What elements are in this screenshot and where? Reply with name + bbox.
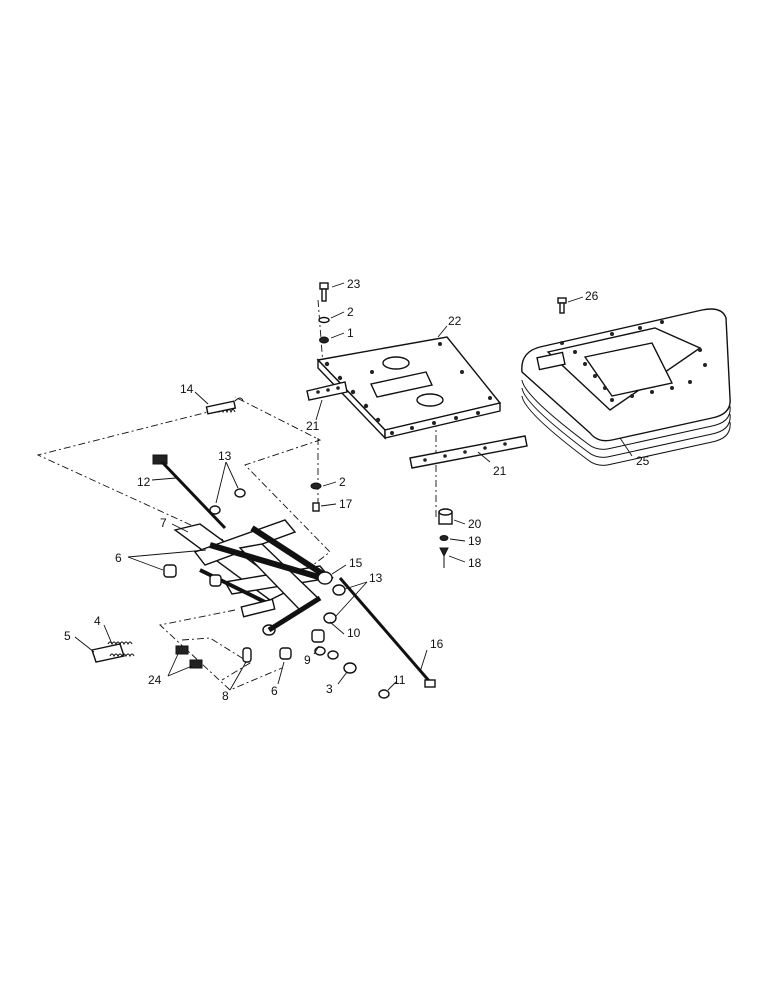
callout-23: 23	[347, 277, 361, 291]
callout-12: 12	[137, 475, 151, 489]
callout-3: 3	[326, 682, 333, 696]
callout-labels: 23 2 1 22 26 14 21 13 12 2 17 21 25 7 20…	[64, 277, 650, 703]
callout-17: 17	[339, 497, 353, 511]
callout-25: 25	[636, 454, 650, 468]
callout-4: 4	[94, 614, 101, 628]
seat-base-tray	[521, 308, 731, 466]
tension-spring-top	[205, 397, 244, 415]
callout-10: 10	[347, 626, 361, 640]
bushings-right	[311, 584, 390, 699]
callout-24: 24	[148, 673, 162, 687]
mounting-strap-right	[409, 435, 528, 469]
screw-top-right	[557, 297, 567, 314]
callout-16: 16	[430, 637, 444, 651]
callout-1: 1	[347, 326, 354, 340]
callout-19: 19	[468, 534, 482, 548]
callout-20: 20	[468, 517, 482, 531]
springs-and-bracket	[91, 641, 135, 663]
callout-18: 18	[468, 556, 482, 570]
callout-21-right: 21	[493, 464, 507, 478]
clips-and-pin	[175, 645, 252, 669]
callout-7: 7	[160, 516, 167, 530]
callout-6-upper: 6	[115, 551, 122, 565]
assembly-guide-lines	[36, 299, 437, 691]
callout-leaders	[74, 282, 633, 691]
callout-21-left: 21	[306, 419, 320, 433]
callout-26: 26	[585, 289, 599, 303]
long-rod-left	[152, 454, 246, 530]
bolt-and-washers-top	[318, 282, 330, 344]
callout-15: 15	[349, 556, 363, 570]
callout-22: 22	[448, 314, 462, 328]
bushings-left	[163, 564, 292, 660]
callout-2: 2	[347, 305, 354, 319]
seat-mounting-plate	[316, 336, 502, 440]
callout-2-lower: 2	[339, 475, 346, 489]
callout-11: 11	[393, 673, 406, 687]
callout-6-lower: 6	[271, 684, 278, 698]
scissor-linkage	[173, 519, 334, 636]
callout-5: 5	[64, 629, 71, 643]
callout-13-upper: 13	[218, 449, 232, 463]
callout-8: 8	[222, 689, 229, 703]
callout-13-lower: 13	[369, 571, 383, 585]
callout-14: 14	[180, 382, 194, 396]
washer-and-screw-lower	[310, 482, 322, 512]
mounting-strap-left	[306, 381, 348, 401]
callout-9: 9	[304, 653, 311, 667]
spacer-washer-screw	[438, 508, 453, 568]
